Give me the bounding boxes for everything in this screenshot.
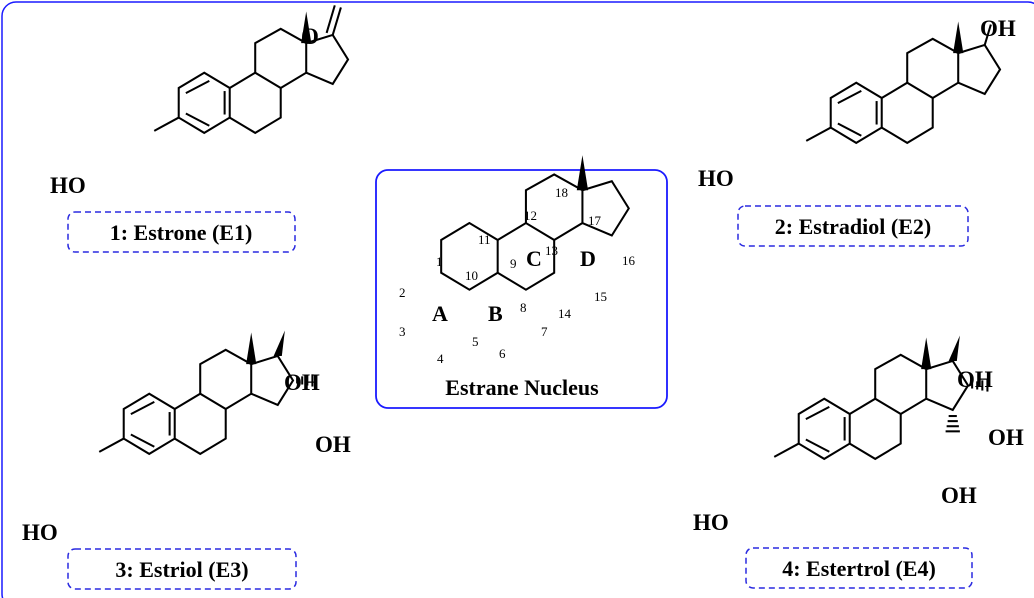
estradiol-caption-box xyxy=(737,205,969,247)
estradiol-oh-label: OH xyxy=(980,16,1016,41)
estriol-structure xyxy=(98,330,314,455)
estrone-o-label: O xyxy=(301,24,319,49)
estetrol-structure xyxy=(773,335,989,460)
estradiol-structure xyxy=(805,20,1002,144)
position-10: 10 xyxy=(465,268,478,283)
position-5: 5 xyxy=(472,334,479,349)
estrone-structure xyxy=(153,5,350,134)
estrane-nucleus-box xyxy=(375,169,668,409)
estetrol-oh15-label: OH xyxy=(941,483,977,508)
estetrol-oh17-label: OH xyxy=(957,367,993,392)
ring-c-label: C xyxy=(526,246,542,271)
estriol-oh16-label: OH xyxy=(315,432,351,457)
ring-d-label: D xyxy=(580,246,596,271)
position-18: 18 xyxy=(555,185,568,200)
position-11: 11 xyxy=(478,232,491,247)
position-14: 14 xyxy=(558,306,572,321)
estradiol-ho-label: HO xyxy=(698,166,734,191)
position-2: 2 xyxy=(399,285,406,300)
estriol-ho-label: HO xyxy=(22,520,58,545)
estetrol-oh16-label: OH xyxy=(988,425,1024,450)
position-9: 9 xyxy=(510,256,517,271)
position-1: 1 xyxy=(436,254,443,269)
ring-a-label: A xyxy=(432,301,448,326)
estradiol-caption: 2: Estradiol (E2) xyxy=(775,214,931,239)
estrone-caption: 1: Estrone (E1) xyxy=(110,220,253,245)
position-16: 16 xyxy=(622,253,636,268)
position-12: 12 xyxy=(524,208,537,223)
estriol-caption: 3: Estriol (E3) xyxy=(115,557,248,582)
position-7: 7 xyxy=(541,324,548,339)
position-8: 8 xyxy=(520,300,527,315)
estrone-ho-label: HO xyxy=(50,173,86,198)
position-3: 3 xyxy=(399,324,406,339)
estetrol-caption: 4: Estertrol (E4) xyxy=(782,556,936,581)
ring-b-label: B xyxy=(488,301,503,326)
estrane-nucleus-title: Estrane Nucleus xyxy=(445,375,599,400)
estetrol-caption-box xyxy=(745,547,973,589)
position-17: 17 xyxy=(588,213,602,228)
position-6: 6 xyxy=(499,346,506,361)
estetrol-ho-label: HO xyxy=(693,510,729,535)
position-15: 15 xyxy=(594,289,607,304)
estriol-oh17-label: OH xyxy=(284,370,320,395)
position-13: 13 xyxy=(545,243,558,258)
position-4: 4 xyxy=(437,351,444,366)
estrane-nucleus-structure xyxy=(440,155,630,291)
